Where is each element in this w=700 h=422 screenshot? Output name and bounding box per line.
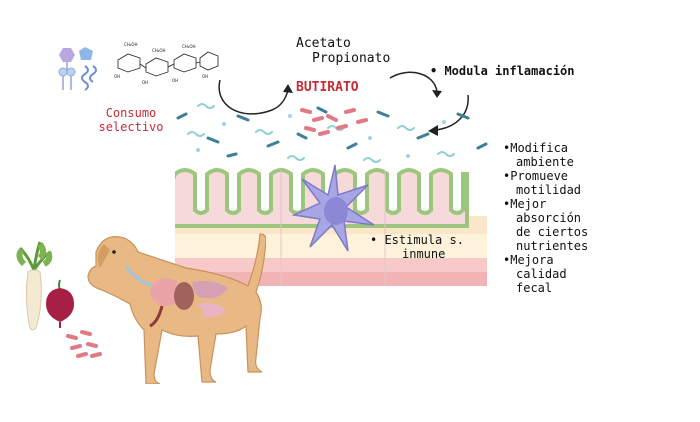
sugar-chain-icon: CH₂OH CH₂OH CH₂OH OH OH OH OH (114, 42, 219, 85)
curved-arrow-icon (218, 79, 293, 115)
svg-text:OH: OH (172, 78, 178, 83)
benefit-line: Mejor (510, 197, 547, 211)
svg-text:CH₂OH: CH₂OH (152, 48, 166, 53)
benefit-line: Modifica (510, 141, 569, 155)
benefit-line: fecal (516, 281, 553, 295)
benefit-item: •Promueve motilidad (503, 169, 588, 197)
consumo-line2: selectivo (98, 120, 164, 134)
benefit-line: absorción (516, 211, 582, 225)
beet-icon (46, 279, 74, 328)
consumo-selectivo-label: Consumo selectivo (94, 106, 168, 134)
benefit-item: •Mejor absorción de ciertos nutrientes (503, 197, 589, 253)
estimula-line2: inmune (402, 247, 446, 261)
benefit-line: nutrientes (516, 239, 589, 253)
butirato-label: BUTIRATO (296, 80, 359, 95)
estimula-line1: • Estimula s. (370, 233, 464, 247)
benefit-item: •Mejora calidad fecal (503, 253, 588, 295)
svg-text:CH₂OH: CH₂OH (182, 44, 196, 49)
propionato-label: Propionato (312, 51, 391, 66)
dog-anatomy-icon (87, 233, 266, 384)
benefit-line: de ciertos (516, 225, 589, 239)
benefits-list: •Modifica ambiente •Promueve motilidad •… (503, 141, 588, 295)
svg-text:OH: OH (142, 80, 148, 85)
curved-arrow-icon (428, 94, 469, 136)
benefit-line: calidad (516, 267, 567, 281)
bacteria-cloud-icon (66, 330, 102, 358)
curved-arrow-icon (389, 71, 442, 98)
benefit-line: Promueve (510, 169, 569, 183)
acetato-label: Acetato (296, 36, 351, 51)
estimula-sistema-inmune-label: • Estimula s. inmune (370, 233, 464, 261)
root-vegetable-icon (16, 241, 53, 331)
svg-text:CH₂OH: CH₂OH (124, 42, 138, 47)
modula-inflamacion-label: • Modula inflamación (430, 64, 575, 78)
svg-text:OH: OH (114, 74, 120, 79)
svg-text:OH: OH (202, 74, 208, 79)
benefit-item: •Modifica ambiente (503, 141, 588, 169)
benefit-line: Mejora (510, 253, 554, 267)
benefit-line: motilidad (516, 183, 582, 197)
consumo-line1: Consumo (105, 106, 157, 120)
benefit-line: ambiente (516, 155, 574, 169)
bacteria-cloud-icon (176, 103, 488, 163)
prebiotic-fiber-icon (58, 47, 97, 91)
dendritic-cell-icon (291, 164, 375, 252)
